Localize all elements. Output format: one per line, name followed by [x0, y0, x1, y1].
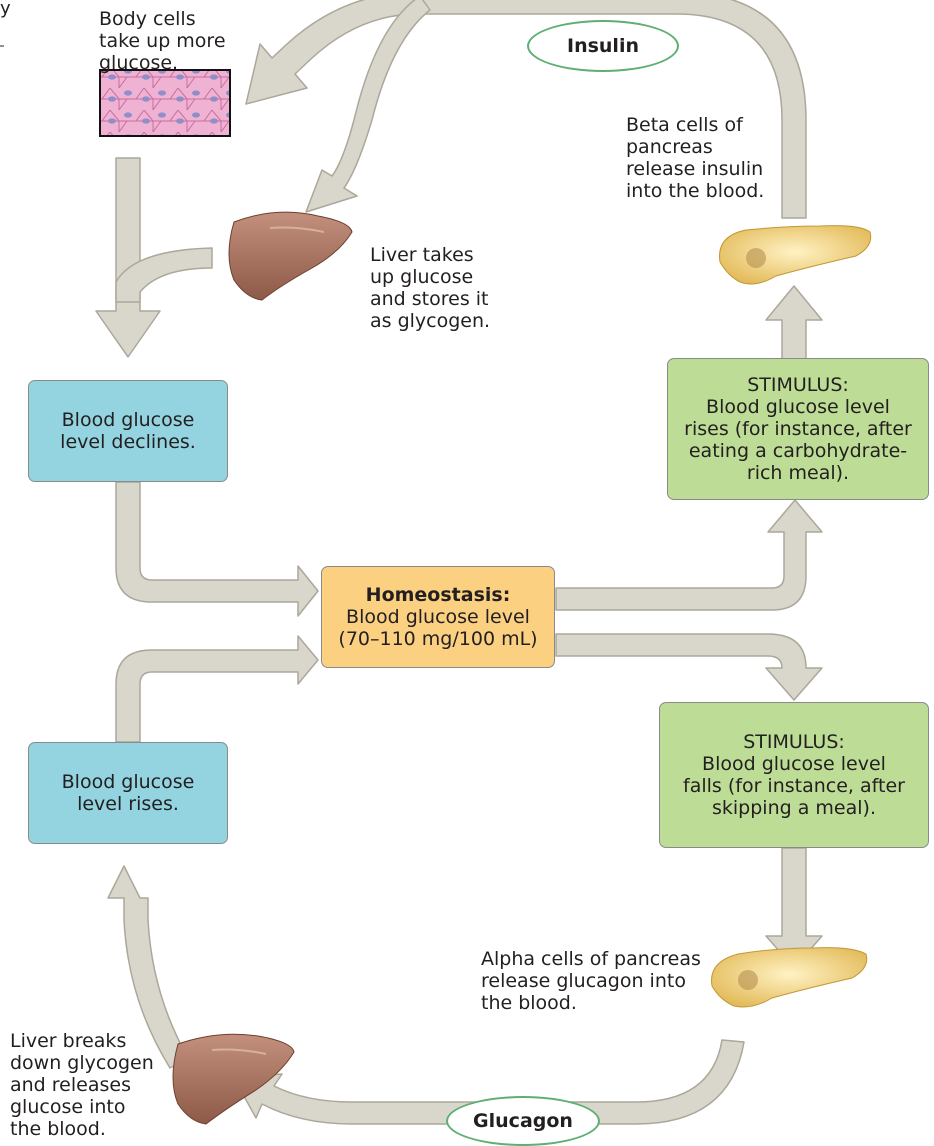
box-line: eating a carbohydrate- [688, 440, 908, 462]
insulin-to-cells-arrow [245, 0, 807, 219]
caption-line: down glycogen [10, 1052, 154, 1074]
caption-line: take up more [99, 30, 226, 52]
stimulus-title: STIMULUS: [747, 374, 849, 396]
homeostasis-box: Homeostasis: Blood glucose level (70–110… [321, 566, 555, 668]
cells-down-arrow [95, 157, 161, 358]
insulin-oval: Insulin [527, 20, 679, 72]
glucagon-oval: Glucagon [446, 1096, 600, 1146]
box-line: falls (for instance, after [683, 775, 905, 797]
caption-line: glucose into [10, 1096, 126, 1118]
caption-line: up glucose [370, 266, 474, 288]
caption-line: Body cells [99, 8, 196, 30]
beta-cells-caption: Beta cells of pancreas release insulin i… [626, 114, 806, 202]
box-line: Blood glucose level [346, 606, 530, 628]
caption-line: into the blood. [626, 180, 765, 202]
caption-line: Liver takes [370, 244, 474, 266]
liver-image-top [228, 211, 353, 301]
homeostasis-to-falls-arrow [555, 633, 823, 701]
box-line: Blood glucose [61, 771, 195, 793]
risen-to-homeostasis-arrow [115, 635, 319, 743]
pancreas-image-bottom [711, 947, 868, 1008]
caption-line: pancreas [626, 136, 713, 158]
caption-line: release glucagon into [481, 970, 686, 992]
pancreas-image-top [719, 225, 872, 285]
box-line: level declines. [60, 431, 196, 453]
body-cells-image [99, 69, 231, 137]
homeostasis-to-rises-arrow [555, 499, 823, 611]
caption-line: and releases [10, 1074, 131, 1096]
insulin-label: Insulin [567, 35, 639, 57]
insulin-to-liver-arrow [305, 0, 431, 213]
box-line: Blood glucose level [702, 753, 886, 775]
stimulus-falls-box: STIMULUS: Blood glucose level falls (for… [659, 702, 929, 848]
box-line: (70–110 mg/100 mL) [338, 628, 538, 650]
flow-arrows [95, 0, 823, 1125]
caption-line: and stores it [370, 288, 489, 310]
rises-to-pancreas-arrow [765, 285, 823, 361]
stimulus-title: STIMULUS: [743, 731, 845, 753]
caption-line: the blood. [481, 992, 577, 1014]
box-line: level rises. [77, 793, 179, 815]
liver-breaks-caption: Liver breaks down glycogen and releases … [10, 1030, 180, 1140]
liver-join-arrow [115, 247, 213, 303]
caption-line: Beta cells of [626, 114, 743, 136]
cropped-edge-letter: y [0, 0, 11, 19]
caption-line: Liver breaks [10, 1030, 127, 1052]
liver-up-arrow [107, 865, 189, 1069]
glucose-declines-box: Blood glucose level declines. [28, 380, 228, 482]
liver-image-bottom [172, 1033, 295, 1125]
caption-line: the blood. [10, 1118, 106, 1140]
glucose-rises-box: Blood glucose level rises. [28, 742, 228, 844]
body-cells-caption: Body cells take up more glucose. [99, 8, 279, 74]
glucagon-label: Glucagon [473, 1110, 573, 1132]
caption-line: release insulin [626, 158, 764, 180]
decline-to-homeostasis-arrow [115, 481, 319, 617]
box-line: rises (for instance, after [684, 418, 912, 440]
caption-line: Alpha cells of pancreas [481, 948, 701, 970]
liver-stores-caption: Liver takes up glucose and stores it as … [370, 244, 530, 332]
caption-line: glucose. [99, 52, 179, 74]
stimulus-rises-box: STIMULUS: Blood glucose level rises (for… [667, 358, 929, 500]
caption-line: as glycogen. [370, 310, 491, 332]
alpha-cells-caption: Alpha cells of pancreas release glucagon… [481, 948, 721, 1014]
box-line: skipping a meal). [712, 797, 876, 819]
homeostasis-title: Homeostasis: [365, 584, 511, 606]
box-line: Blood glucose [61, 409, 195, 431]
box-line: Blood glucose level [706, 396, 890, 418]
box-line: rich meal). [746, 462, 850, 484]
